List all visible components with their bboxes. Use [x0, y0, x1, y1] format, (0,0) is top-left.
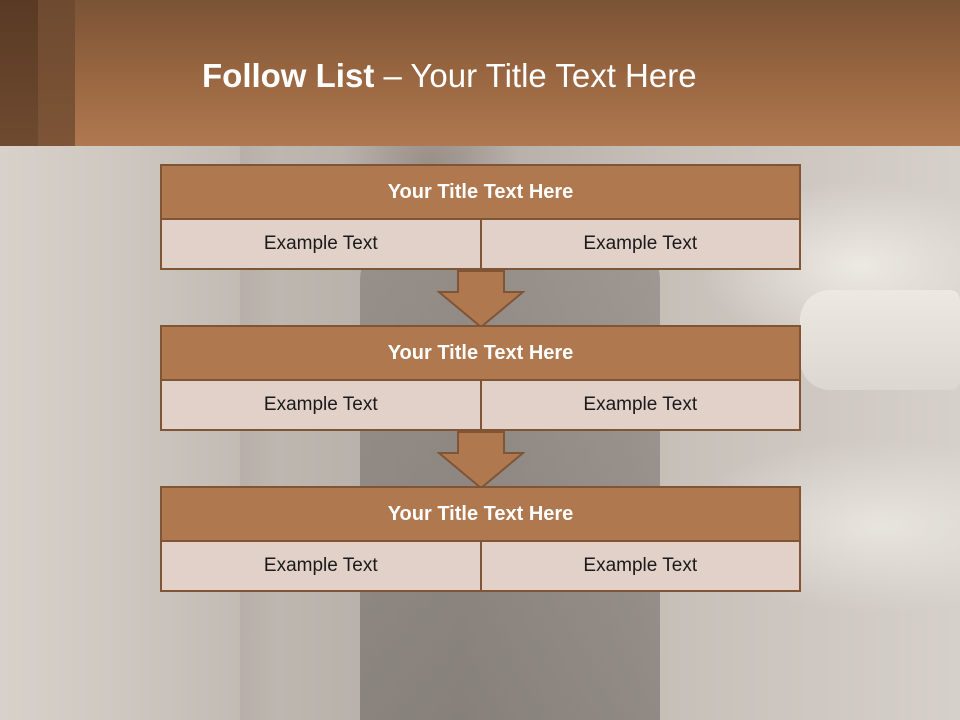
slide-title-rest: – Your Title Text Here: [374, 57, 697, 94]
background-figure: [360, 240, 660, 720]
list-block-2: Your Title Text Here Example Text Exampl…: [160, 325, 801, 431]
down-arrow-icon: [437, 270, 525, 328]
block-cell-left[interactable]: Example Text: [160, 220, 481, 270]
list-block-1: Your Title Text Here Example Text Exampl…: [160, 164, 801, 270]
block-title[interactable]: Your Title Text Here: [160, 325, 801, 381]
header-stripe: [38, 0, 75, 146]
list-block-3: Your Title Text Here Example Text Exampl…: [160, 486, 801, 592]
slide-title: Follow List – Your Title Text Here: [202, 56, 697, 96]
block-cell-left[interactable]: Example Text: [160, 542, 481, 592]
block-cell-right[interactable]: Example Text: [480, 220, 801, 270]
block-cell-right[interactable]: Example Text: [480, 381, 801, 431]
header-stripe: [0, 0, 38, 146]
block-cell-right[interactable]: Example Text: [480, 542, 801, 592]
block-cell-left[interactable]: Example Text: [160, 381, 481, 431]
down-arrow-icon: [437, 431, 525, 489]
block-row: Example Text Example Text: [160, 220, 801, 270]
block-title[interactable]: Your Title Text Here: [160, 164, 801, 220]
block-row: Example Text Example Text: [160, 542, 801, 592]
block-row: Example Text Example Text: [160, 381, 801, 431]
header-band: Follow List – Your Title Text Here: [0, 0, 960, 146]
slide-title-bold: Follow List: [202, 57, 375, 94]
background-towels: [800, 290, 960, 390]
block-title[interactable]: Your Title Text Here: [160, 486, 801, 542]
